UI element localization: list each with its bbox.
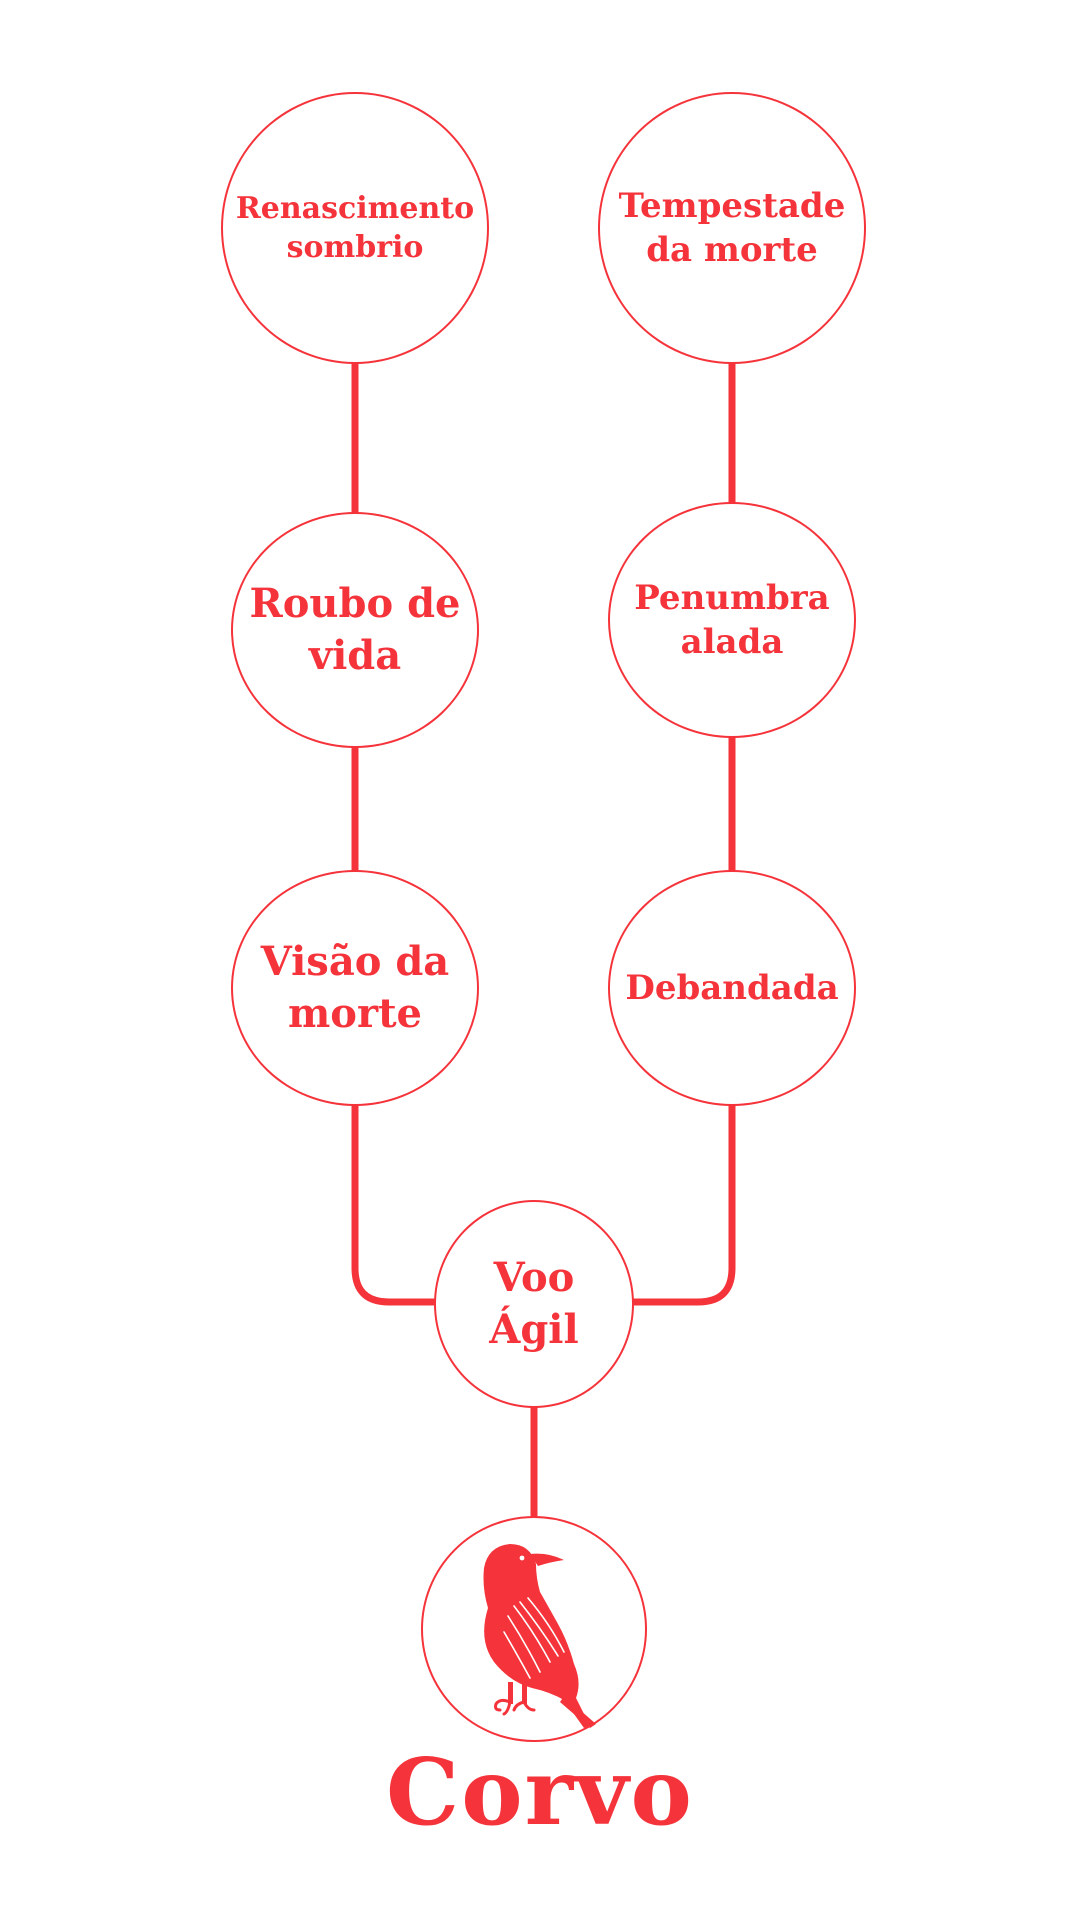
connector-debandada-voo — [630, 1102, 736, 1306]
skill-node-roubo-de-vida[interactable]: Roubo de vida — [231, 512, 479, 748]
skill-node-voo-agil[interactable]: Voo Ágil — [434, 1200, 634, 1408]
skill-node-penumbra-alada[interactable]: Penumbra alada — [608, 502, 856, 738]
skill-label: Penumbra alada — [634, 577, 830, 662]
skill-label: Visão da morte — [260, 938, 450, 1037]
skill-node-renascimento-sombrio[interactable]: Renascimento sombrio — [221, 92, 489, 364]
skill-node-visao-da-morte[interactable]: Visão da morte — [231, 870, 479, 1106]
skill-node-debandada[interactable]: Debandada — [608, 870, 856, 1106]
skill-node-tempestade-da-morte[interactable]: Tempestade da morte — [598, 92, 866, 364]
skill-label: Roubo de vida — [249, 580, 461, 679]
skill-label: Renascimento sombrio — [235, 191, 475, 265]
skill-label: Voo Ágil — [489, 1254, 579, 1353]
skill-label: Debandada — [625, 967, 839, 1008]
class-root-node[interactable] — [421, 1516, 647, 1742]
raven-icon — [483, 1544, 596, 1728]
connector-visao-voo — [351, 1102, 438, 1306]
skill-label: Tempestade da morte — [618, 185, 846, 270]
class-title: Corvo — [386, 1738, 694, 1846]
